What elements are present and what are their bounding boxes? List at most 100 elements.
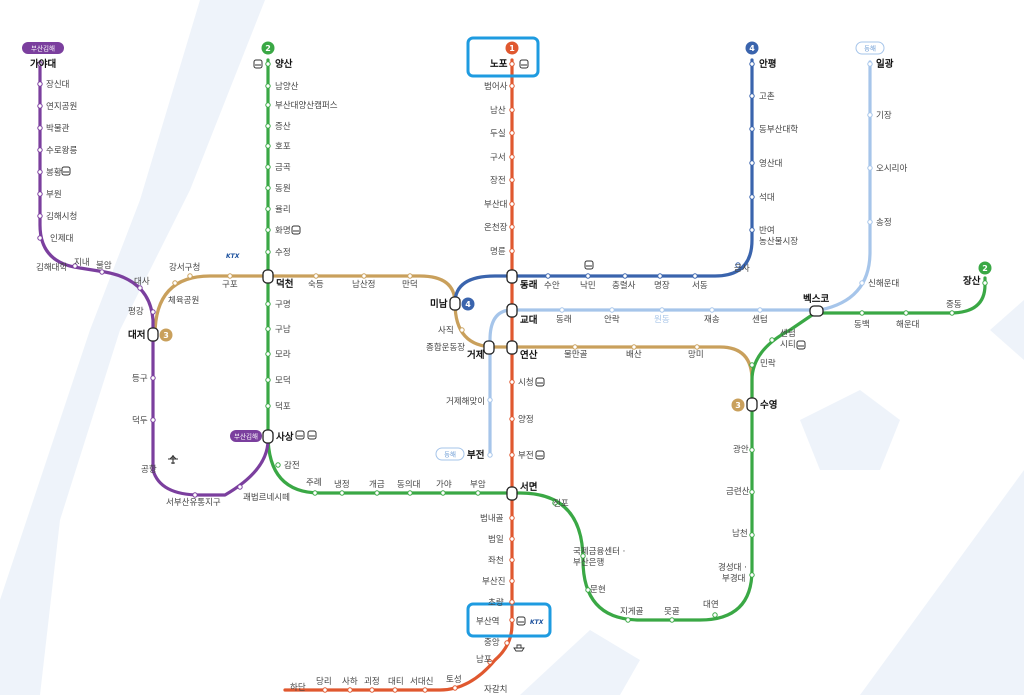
station-label-jigegol[interactable]: 지게골	[620, 606, 644, 617]
station-label-hadan[interactable]: 하단	[290, 682, 306, 693]
station-label-modeok[interactable]: 모덕	[275, 375, 291, 386]
station-label-songjeong[interactable]: 송정	[876, 217, 892, 228]
station-label-anpyeong[interactable]: 안평	[759, 58, 776, 70]
station-label-naengjeong[interactable]: 냉정	[334, 479, 350, 490]
transfer-dongnae[interactable]	[506, 269, 518, 284]
station-label-myeongjang[interactable]: 명장	[654, 280, 670, 291]
station-label-mulmangol[interactable]: 물만골	[564, 350, 588, 360]
station-label-deokdu[interactable]: 덕두	[132, 415, 148, 426]
station-label-airport[interactable]: 공항	[141, 465, 157, 475]
station-label-gayadae[interactable]: 가야대	[30, 58, 56, 70]
station-label-buam[interactable]: 부암	[470, 479, 486, 490]
station-label-bexco[interactable]: 벡스코	[803, 293, 829, 305]
station-label-yangsan[interactable]: 양산	[275, 58, 293, 70]
station-label-jangjeon[interactable]: 장전	[490, 175, 506, 186]
transfer-geoje[interactable]	[483, 340, 495, 355]
station-label-daesa[interactable]: 대사	[134, 277, 150, 287]
station-label-inje[interactable]: 인제대	[50, 233, 73, 244]
station-label-jurye[interactable]: 주례	[306, 477, 322, 488]
station-label-buwon[interactable]: 부원	[46, 190, 62, 200]
station-label-allak[interactable]: 안락	[604, 314, 620, 325]
station-label-daeyeon[interactable]: 대연	[703, 600, 719, 610]
highlight-box-busan-station[interactable]	[466, 602, 552, 638]
station-label-sinhaeundae[interactable]: 신해운대	[868, 279, 899, 289]
station-label-yeonji[interactable]: 연지공원	[46, 102, 77, 112]
station-label-dangni[interactable]: 당리	[316, 676, 332, 687]
station-label-jeonpo[interactable]: 전포	[553, 498, 569, 509]
station-label-namsanjeong[interactable]: 남산정	[352, 279, 375, 290]
station-label-namcheon[interactable]: 남천	[732, 528, 748, 539]
station-label-gaegeum[interactable]: 개금	[369, 479, 385, 490]
transfer-deokcheon[interactable]	[262, 269, 274, 284]
station-label-kyungsung2[interactable]: 부경대	[722, 573, 745, 584]
station-label-seodong[interactable]: 서동	[692, 281, 708, 291]
station-label-hwamyeong[interactable]: 화명	[275, 225, 291, 236]
transfer-minam[interactable]	[449, 296, 461, 311]
station-label-gochon[interactable]: 고촌	[759, 92, 775, 102]
station-label-toseong[interactable]: 토성	[446, 675, 462, 685]
station-label-gumyeong[interactable]: 구명	[275, 299, 291, 310]
station-label-ifc[interactable]: 국제금융센터 ·	[573, 546, 625, 557]
line3-badge-suyeong[interactable]: 3	[731, 398, 745, 412]
station-label-stadium[interactable]: 종합운동장	[426, 342, 465, 353]
gimhae-line-tag[interactable]: 부산김해	[22, 42, 64, 54]
line3-badge-daejeo[interactable]: 3	[159, 328, 173, 342]
transfer-bexco[interactable]	[809, 305, 824, 317]
station-label-haeundae[interactable]: 해운대	[896, 320, 919, 330]
station-label-wondong[interactable]: 원동	[654, 315, 670, 325]
station-label-jwacheon[interactable]: 좌천	[488, 555, 504, 566]
station-label-deunggu[interactable]: 등구	[132, 374, 148, 384]
station-label-suyeong[interactable]: 수영	[760, 399, 777, 411]
line2-badge-jangsan[interactable]: 2	[978, 261, 992, 275]
station-label-bonghwang[interactable]: 봉황	[46, 167, 62, 178]
station-label-gimhaecollege[interactable]: 김해대학	[36, 262, 67, 273]
station-label-oncheonjang[interactable]: 온천장	[484, 222, 508, 233]
station-label-pnu[interactable]: 부산대	[484, 199, 507, 210]
station-label-saha[interactable]: 사하	[342, 676, 358, 687]
station-label-sujeong[interactable]: 수정	[275, 247, 291, 258]
station-label-jangsan[interactable]: 장산	[963, 275, 981, 287]
station-label-mangmi[interactable]: 망미	[688, 349, 704, 360]
station-label-deokcheon[interactable]: 덕천	[276, 278, 293, 290]
station-label-geoje[interactable]: 거제	[467, 349, 484, 361]
station-label-gamjeon[interactable]: 감전	[284, 460, 300, 471]
station-label-dongeui[interactable]: 동의대	[397, 479, 420, 490]
station-label-seokdae[interactable]: 석대	[759, 192, 775, 203]
station-label-museum[interactable]: 박물관	[46, 123, 70, 134]
station-label-geumnyeonsan[interactable]: 금련산	[726, 486, 750, 497]
station-label-jinae[interactable]: 지내	[74, 258, 90, 268]
transfer-seomyeon[interactable]	[506, 486, 518, 501]
station-label-gupo[interactable]: 구포	[222, 280, 238, 290]
station-label-gwaebeop[interactable]: 괘법르네시떼	[243, 492, 290, 503]
station-label-gaya[interactable]: 가야	[436, 479, 452, 490]
station-label-geojehaemaji[interactable]: 거제해맞이	[446, 396, 485, 407]
station-label-dongnae[interactable]: 동래	[520, 279, 537, 291]
transfer-sasang[interactable]	[262, 429, 274, 444]
station-label-sajik[interactable]: 사직	[438, 325, 454, 336]
transfer-suyeong[interactable]	[746, 397, 758, 412]
station-label-choryang[interactable]: 초량	[488, 597, 504, 608]
station-label-ilgwang[interactable]: 일광	[876, 58, 894, 70]
station-label-jangsindae[interactable]: 장신대	[46, 79, 69, 90]
station-label-jeungsan[interactable]: 증산	[275, 121, 291, 132]
station-label-yeonsan[interactable]: 연산	[520, 349, 538, 361]
station-label-mora[interactable]: 모라	[275, 350, 291, 360]
station-label-jagalchi[interactable]: 자갈치	[484, 685, 507, 695]
station-label-munhyeon[interactable]: 문현	[590, 585, 606, 595]
station-label-jungang[interactable]: 중앙	[484, 637, 500, 648]
station-label-gijang[interactable]: 기장	[876, 110, 892, 121]
station-label-namyangsan[interactable]: 남양산	[275, 81, 299, 92]
station-label-cityhall[interactable]: 시청	[518, 378, 534, 388]
station-label-buram[interactable]: 불암	[96, 260, 112, 271]
station-label-yeongsan[interactable]: 영산대	[759, 158, 782, 169]
station-label-banyeo2[interactable]: 농산물시장	[759, 236, 798, 247]
transfer-yeonsan[interactable]	[506, 340, 518, 355]
station-label-motgol[interactable]: 못골	[664, 607, 680, 617]
station-label-baesan[interactable]: 배산	[626, 349, 642, 360]
station-label-seodaesin[interactable]: 서대신	[410, 677, 433, 687]
station-label-goejeong[interactable]: 괴정	[364, 676, 380, 687]
station-label-seomyeon[interactable]: 서면	[520, 481, 537, 493]
station-label-deokpo[interactable]: 덕포	[275, 401, 291, 412]
station-label-gyodae[interactable]: 교대	[520, 314, 537, 326]
station-label-ifc2[interactable]: 부산은행	[573, 557, 604, 568]
